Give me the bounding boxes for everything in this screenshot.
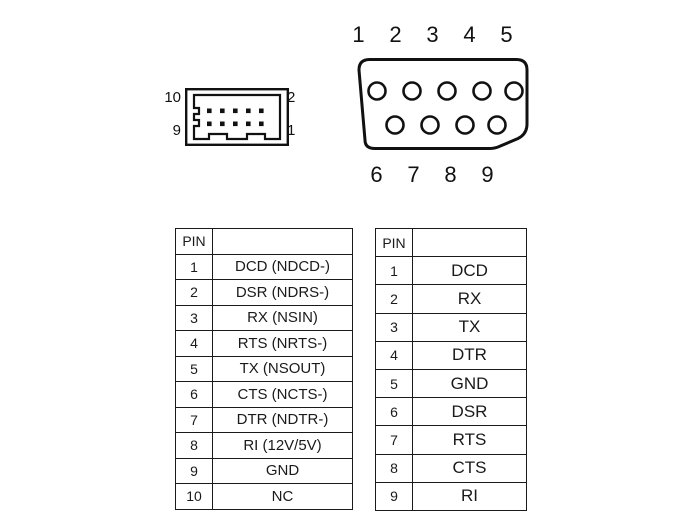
cell-pin-number: 4 [375,340,413,370]
db9-pin-number: 7 [407,162,420,187]
cell-signal-name: DTR [412,340,527,370]
cell-signal-name: RX (NSIN) [212,304,353,331]
column-header-pin: PIN [375,227,413,258]
cell-pin-number: 9 [175,457,213,484]
cell-pin-number: 2 [375,284,413,314]
header10-connector-icon [185,88,289,146]
cell-pin-number: 3 [175,304,213,331]
cell-pin-number: 1 [175,253,213,280]
db9-bottom-pin-numbers: 6 7 8 9 [358,162,528,188]
cell-signal-name: GND [412,368,527,399]
cell-pin-number: 8 [375,453,413,483]
header10-pin-label-bottom-left: 9 [172,122,181,139]
cell-pin-number: 7 [375,425,413,455]
cell-signal-name: DCD (NDCD-) [212,253,353,280]
column-header-signal [412,227,527,258]
db9-pin-number: 4 [463,22,476,47]
cell-pin-number: 8 [175,432,213,459]
cell-signal-name: CTS (NCTS-) [212,381,353,408]
cell-pin-number: 3 [375,312,413,342]
header10-pin-label-top-left: 10 [164,89,181,106]
db9-top-pin-numbers: 1 2 3 4 5 [340,22,545,48]
cell-signal-name: RTS (NRTS-) [212,330,353,357]
db9-pin-number: 9 [481,162,494,187]
cell-pin-number: 9 [375,481,413,511]
db9-pin-number: 1 [352,22,365,47]
column-header-pin: PIN [175,228,213,255]
cell-signal-name: DCD [412,256,527,286]
table-header-row: PIN [175,228,353,255]
column-header-signal [212,228,353,255]
cell-pin-number: 10 [175,483,213,510]
cell-signal-name: RX [412,284,527,314]
cell-pin-number: 4 [175,330,213,357]
table-header-row: PIN [375,227,527,258]
cell-signal-name: RTS [412,425,527,455]
cell-signal-name: NC [212,483,353,510]
header10-pin-label-bottom-right: 1 [287,122,296,139]
cell-pin-number: 5 [175,355,213,382]
db9-pin-number: 3 [426,22,439,47]
db9-pin-number: 6 [370,162,383,187]
cell-signal-name: DSR (NDRS-) [212,279,353,306]
cell-pin-number: 2 [175,279,213,306]
header10-connector-figure: 10 9 2 1 [155,80,315,160]
cell-signal-name: DTR (NDTR-) [212,406,353,433]
cell-pin-number: 5 [375,368,413,399]
table-head: PIN [175,228,353,255]
cell-pin-number: 7 [175,406,213,433]
db9-pin-number: 2 [389,22,402,47]
cell-signal-name: TX [412,312,527,342]
cell-signal-name: DSR [412,397,527,427]
cell-signal-name: GND [212,457,353,484]
cell-pin-number: 1 [375,256,413,286]
cell-signal-name: RI (12V/5V) [212,432,353,459]
db9-connector-figure: 1 2 3 4 5 6 7 8 9 [340,22,545,192]
table-head: PIN [375,227,527,258]
db9-connector-icon [357,58,529,150]
db9-pin-number: 8 [444,162,457,187]
cell-signal-name: RI [412,481,527,511]
cell-pin-number: 6 [175,381,213,408]
cell-pin-number: 6 [375,397,413,427]
cell-signal-name: TX (NSOUT) [212,355,353,382]
header10-pin-label-top-right: 2 [287,89,296,106]
db9-pin-number: 5 [500,22,513,47]
cell-signal-name: CTS [412,453,527,483]
